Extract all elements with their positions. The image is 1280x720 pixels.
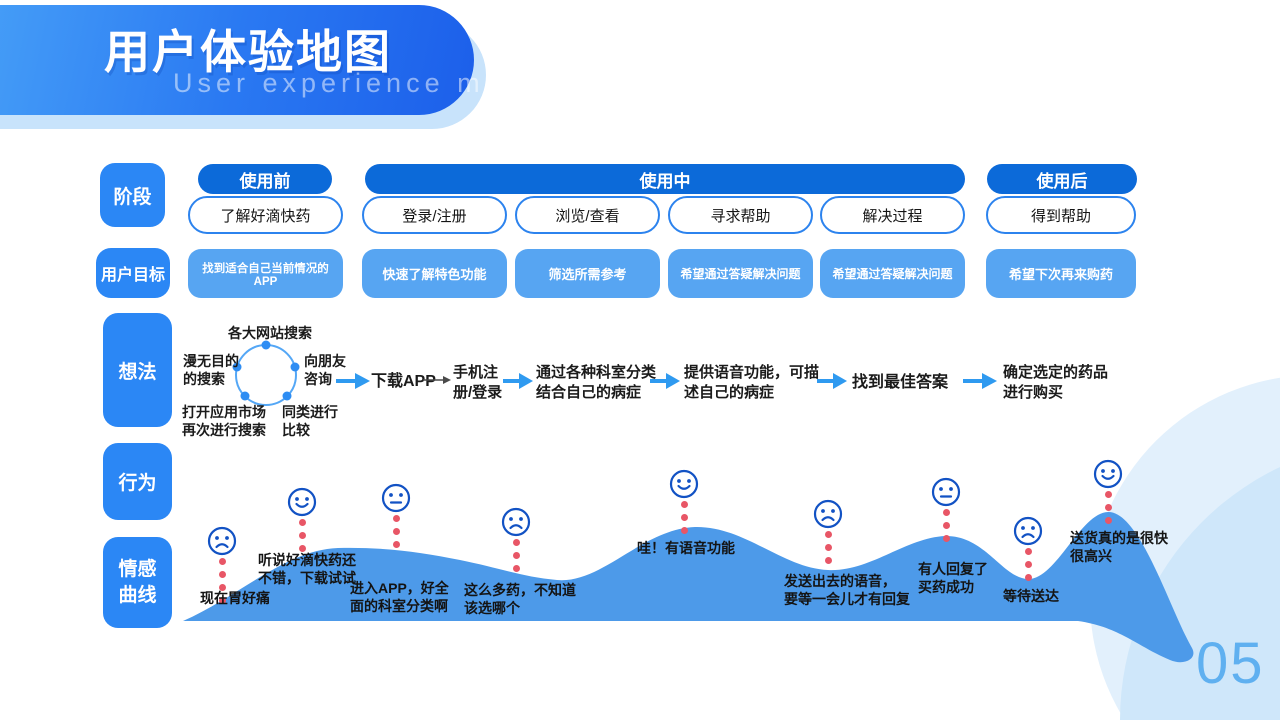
flow-phone-register: 手机注 册/登录 — [453, 364, 503, 401]
neutral-face-icon — [381, 483, 411, 513]
row-label-stage: 阶段 — [100, 163, 165, 227]
cycle-label-websites: 各大网站搜索 — [228, 325, 312, 341]
emotion-connector-dots — [1024, 548, 1032, 581]
row-label-emotion: 情感 曲线 — [103, 537, 172, 628]
emotion-connector-dots — [942, 509, 950, 542]
emotion-connector-dots — [824, 531, 832, 564]
neutral-face-icon — [931, 477, 961, 507]
flow-arrow-icon — [336, 373, 370, 389]
emotion-caption: 进入APP，好全 面的科室分类啊 — [350, 580, 449, 615]
sad-face-icon — [501, 507, 531, 537]
emotion-caption: 这么多药，不知道 该选哪个 — [464, 582, 576, 617]
emotion-connector-dots — [1104, 491, 1112, 524]
goal-learn-features: 快速了解特色功能 — [362, 249, 507, 298]
phase-after-use: 使用后 — [987, 164, 1137, 194]
cycle-label-compare: 同类进行 比较 — [282, 404, 338, 439]
sad-face-icon — [1013, 516, 1043, 546]
sad-face-icon — [813, 499, 843, 529]
phase-during-use: 使用中 — [365, 164, 965, 194]
emotion-connector-dots — [218, 558, 226, 604]
flow-arrow-icon — [650, 373, 680, 389]
step-browse-view: 浏览/查看 — [515, 196, 660, 234]
goal-solve-by-qa-2: 希望通过答疑解决问题 — [820, 249, 965, 298]
search-cycle-diagram — [232, 340, 300, 406]
cycle-label-aimless-search: 漫无目的 的搜索 — [183, 353, 239, 388]
goal-filter-reference: 筛选所需参考 — [515, 249, 660, 298]
row-label-goals: 用户目标 — [96, 248, 170, 298]
flow-voice-function: 提供语音功能，可描 述自己的病症 — [684, 364, 820, 401]
emotion-caption: 听说好滴快药还 不错，下载试试 — [258, 552, 356, 587]
emotion-caption: 哇！有语音功能 — [637, 540, 735, 556]
phase-before-use: 使用前 — [198, 164, 332, 194]
flow-download-app: 下载APP — [371, 373, 436, 390]
emotion-caption: 现在胃好痛 — [200, 590, 270, 606]
emotion-caption: 送货真的是很快 很高兴 — [1070, 530, 1168, 565]
flow-arrow-icon — [817, 373, 847, 389]
emotion-connector-dots — [680, 501, 688, 534]
page-number: 05 — [1196, 631, 1265, 696]
flow-thin-arrow-icon — [423, 376, 451, 384]
goal-find-app: 找到适合自己当前情况的APP — [188, 249, 343, 298]
step-know-app: 了解好滴快药 — [188, 196, 343, 234]
cycle-label-ask-friends: 向朋友 咨询 — [304, 353, 346, 388]
step-solve-process: 解决过程 — [820, 196, 965, 234]
flow-arrow-icon — [503, 373, 533, 389]
row-label-behavior: 行为 — [103, 443, 172, 520]
emotion-connector-dots — [392, 515, 400, 548]
step-login-register: 登录/注册 — [362, 196, 507, 234]
cycle-label-app-market: 打开应用市场 再次进行搜索 — [182, 404, 266, 439]
happy-face-icon — [1093, 459, 1123, 489]
flow-arrow-icon — [963, 373, 997, 389]
header-banner — [0, 5, 474, 115]
goal-solve-by-qa-1: 希望通过答疑解决问题 — [668, 249, 813, 298]
emotion-caption: 等待送达 — [1003, 588, 1059, 604]
emotion-connector-dots — [512, 539, 520, 572]
emotion-connector-dots — [298, 519, 306, 552]
flow-confirm-purchase: 确定选定的药品 进行购买 — [1003, 364, 1109, 401]
step-seek-help: 寻求帮助 — [668, 196, 813, 234]
happy-face-icon — [669, 469, 699, 499]
flow-best-answer: 找到最佳答案 — [852, 374, 949, 391]
goal-buy-again: 希望下次再来购药 — [986, 249, 1136, 298]
emotion-caption: 发送出去的语音， 要等一会儿才有回复 — [784, 573, 910, 608]
sad-face-icon — [207, 526, 237, 556]
row-label-thoughts: 想法 — [103, 313, 172, 427]
emotion-caption: 有人回复了 买药成功 — [918, 561, 988, 596]
page-title: 用户体验地图 — [104, 26, 392, 78]
emotion-curve-path — [183, 511, 1194, 663]
page-subtitle: User experience map — [173, 68, 525, 98]
flow-department-category: 通过各种科室分类 结合自己的病症 — [536, 364, 657, 401]
step-get-help: 得到帮助 — [986, 196, 1136, 234]
happy-face-icon — [287, 487, 317, 517]
